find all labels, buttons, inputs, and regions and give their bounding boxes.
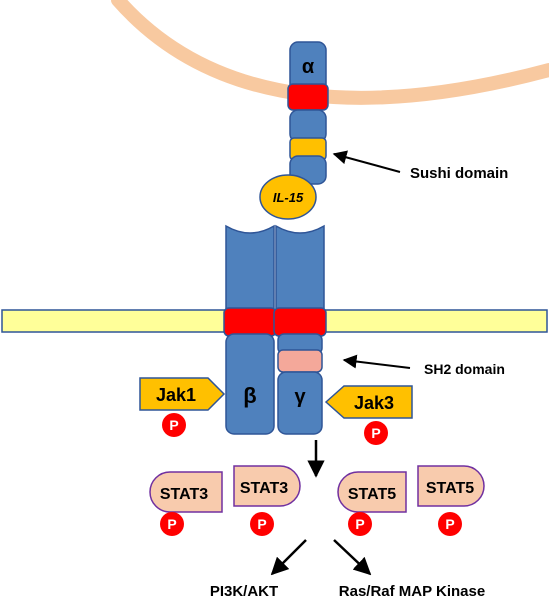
alpha-membrane-band: [287, 83, 329, 111]
phospho-label: P: [257, 516, 266, 532]
phospho-label: P: [445, 516, 454, 532]
stat3-phospho-2: P: [250, 512, 274, 536]
sushi-arrow: [332, 150, 401, 173]
jak1-phospho: P: [162, 413, 186, 437]
ras-arrow: [333, 539, 372, 576]
phospho-label: P: [167, 516, 176, 532]
pi3k-arrow: [270, 539, 307, 576]
pi3k-akt-label: PI3K/AKT: [210, 583, 278, 600]
il2-receptor-beta: β: [223, 224, 277, 435]
phospho-label: P: [169, 417, 178, 433]
stat5-phospho-2: P: [438, 512, 462, 536]
phospho-label: P: [371, 425, 380, 441]
stat-label: STAT3: [240, 480, 288, 497]
beta-membrane-band: [223, 307, 277, 337]
stat-label: STAT3: [160, 486, 208, 503]
ras-raf-map-kinase-label: Ras/Raf MAP Kinase: [339, 583, 485, 600]
jak3-label: Jak3: [354, 393, 394, 413]
sushi-domain-label: Sushi domain: [410, 165, 508, 182]
jak3-phospho: P: [364, 421, 388, 445]
beta-label: β: [243, 383, 256, 408]
alpha-label: α: [302, 56, 315, 78]
stat5-protein-2: STAT5: [417, 465, 485, 507]
jak1-label: Jak1: [156, 385, 196, 405]
stat-label: STAT5: [426, 480, 474, 497]
il15-label: IL-15: [273, 190, 304, 205]
il15-ligand: IL-15: [259, 174, 317, 220]
sh2-domain-label: SH2 domain: [424, 361, 505, 377]
stat3-protein-2: STAT3: [233, 465, 301, 507]
gamma-membrane-band: [273, 307, 327, 337]
presenting-cell-membrane: [111, 0, 549, 105]
stat-label: STAT5: [348, 486, 396, 503]
stat5-protein-1: STAT5: [337, 471, 407, 513]
il15-receptor-alpha: α: [287, 41, 329, 185]
stat3-phospho-1: P: [160, 512, 184, 536]
stat5-phospho-1: P: [348, 512, 372, 536]
common-gamma-chain: γ: [273, 224, 327, 435]
phospho-label: P: [355, 516, 364, 532]
gamma-label: γ: [294, 386, 306, 408]
stat3-protein-1: STAT3: [149, 471, 223, 513]
sh2-domain-band: [277, 349, 323, 373]
jak1-kinase: Jak1: [139, 377, 226, 411]
sh2-arrow: [342, 354, 411, 369]
jak3-kinase: Jak3: [324, 385, 413, 419]
